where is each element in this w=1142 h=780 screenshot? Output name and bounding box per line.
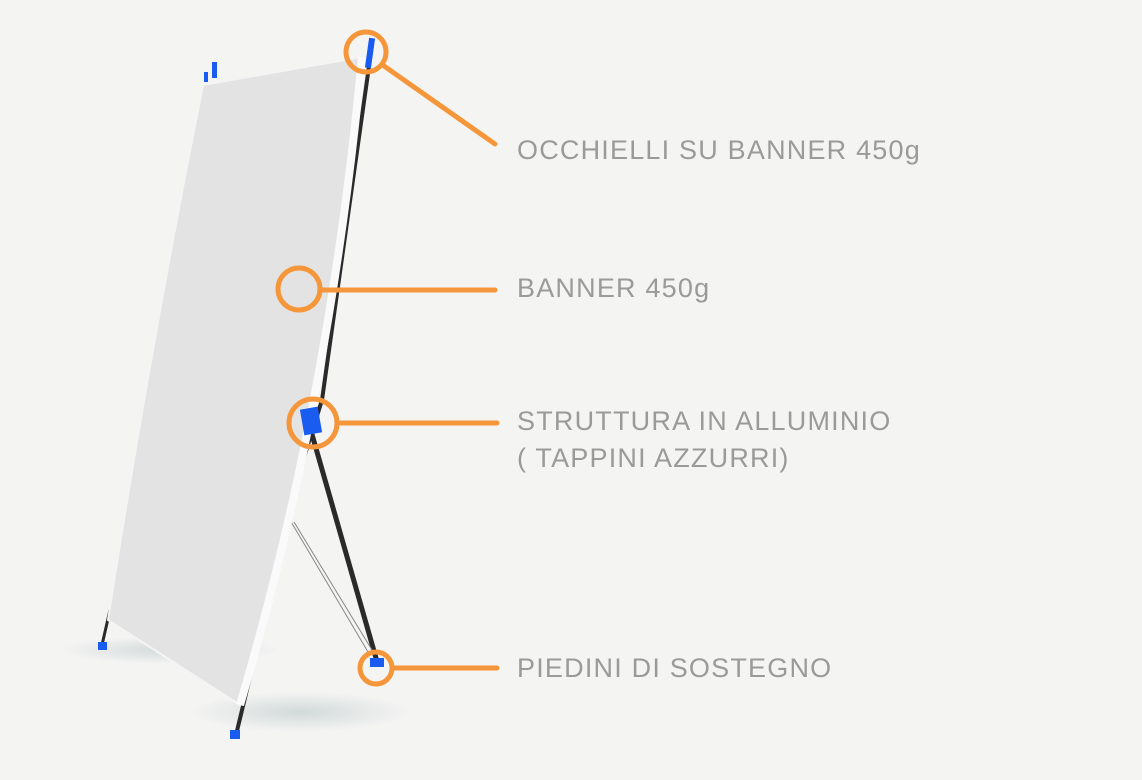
callout-circle-eyelets xyxy=(343,29,389,75)
callout-line-eyelets xyxy=(381,63,498,147)
label-feet: PIEDINI DI SOSTEGNO xyxy=(517,653,833,683)
label-structure: STRUTTURA IN ALLUMINIO xyxy=(517,406,892,436)
banner-edge xyxy=(236,56,366,707)
support-strings xyxy=(289,519,373,653)
floor-shadow xyxy=(190,692,410,732)
label-structure-caps: ( TAPPINI AZZURRI) xyxy=(517,443,790,473)
frame-pole xyxy=(302,409,381,666)
label-eyelets: OCCHIELLI SU BANNER 450g xyxy=(517,135,921,165)
blue-caps xyxy=(98,37,384,739)
label-banner: BANNER 450g xyxy=(517,273,711,303)
